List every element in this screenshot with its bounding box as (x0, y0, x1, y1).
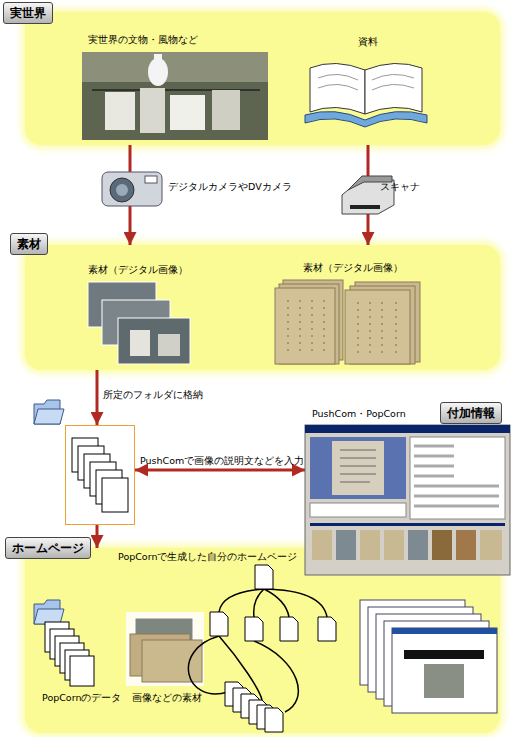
file-page (78, 446, 104, 480)
data-caption: PopCornのデータ (42, 692, 121, 704)
document-lines (340, 450, 376, 482)
materials-caption: 画像などの素材 (132, 692, 202, 704)
tree-caption: PopCornで生成した自分のホームページ (118, 551, 297, 563)
flow-arrow (129, 145, 132, 245)
data-group: PopCornのデータ (32, 598, 124, 708)
material-caption: 素材（デジタル画像） (303, 262, 403, 274)
camera-lens-glass (116, 184, 128, 196)
document-photo (332, 441, 384, 495)
folder-box: 所定のフォルダに格納 (65, 425, 135, 525)
material-caption: 素材（デジタル画像） (88, 264, 188, 276)
section-tab: 素材 (10, 233, 48, 255)
file-page (72, 438, 98, 472)
photo-caption: 実世界の文物・風物など (88, 34, 198, 46)
section-band: 素材素材（デジタル画像）素材（デジタル画像） (25, 245, 500, 370)
document-card: 資料 (300, 30, 430, 130)
image-pane (310, 437, 406, 499)
input-field (310, 503, 406, 517)
arrow-label: スキャナ (380, 181, 420, 193)
form-pane (410, 437, 505, 519)
material-card: 素材（デジタル画像） (82, 256, 207, 366)
scanner-slot (350, 205, 380, 209)
section-band: ホームページPopCornで生成した自分のホームページPopCornのデータ画像… (25, 548, 500, 733)
window-titlebar (305, 425, 510, 433)
section-band: 実世界実世界の文物・風物など資料 (25, 12, 500, 145)
file-page (96, 470, 122, 504)
camera-body (102, 172, 162, 206)
material-card: 素材（デジタル画像） (272, 252, 442, 367)
camera-flash (145, 176, 157, 183)
flow-arrow (135, 469, 305, 472)
photo-card: 実世界の文物・風物など (80, 28, 270, 142)
folder-icon (34, 400, 64, 424)
document-caption: 資料 (358, 36, 378, 48)
folder-caption: 所定のフォルダに格納 (103, 389, 203, 401)
arrow-label: デジタルカメラやDVカメラ (168, 181, 292, 193)
flow-arrow (96, 525, 99, 548)
app-name: PushCom・PopCorn (312, 408, 406, 420)
file-stack (72, 438, 128, 512)
flow-arrow (367, 145, 370, 245)
materials-group: 画像などの素材 (126, 610, 206, 708)
folder-front (34, 409, 64, 424)
file-page (90, 462, 116, 496)
file-page (102, 478, 128, 512)
flow-arrow (96, 370, 99, 425)
camera-lens (110, 178, 134, 202)
section-tab: 付加情報 (440, 402, 502, 424)
page-tree-group: PopCornで生成した自分のホームページ (195, 560, 355, 733)
thumbnail-header (310, 523, 505, 526)
camera-icon (102, 172, 162, 206)
arrow-label: PushComで画像の説明文などを入力 (140, 455, 304, 467)
section-tab: ホームページ (5, 537, 91, 559)
file-page (84, 454, 110, 488)
form-fields (414, 446, 499, 506)
section-tab: 実世界 (3, 2, 53, 24)
folder-back (34, 400, 60, 424)
